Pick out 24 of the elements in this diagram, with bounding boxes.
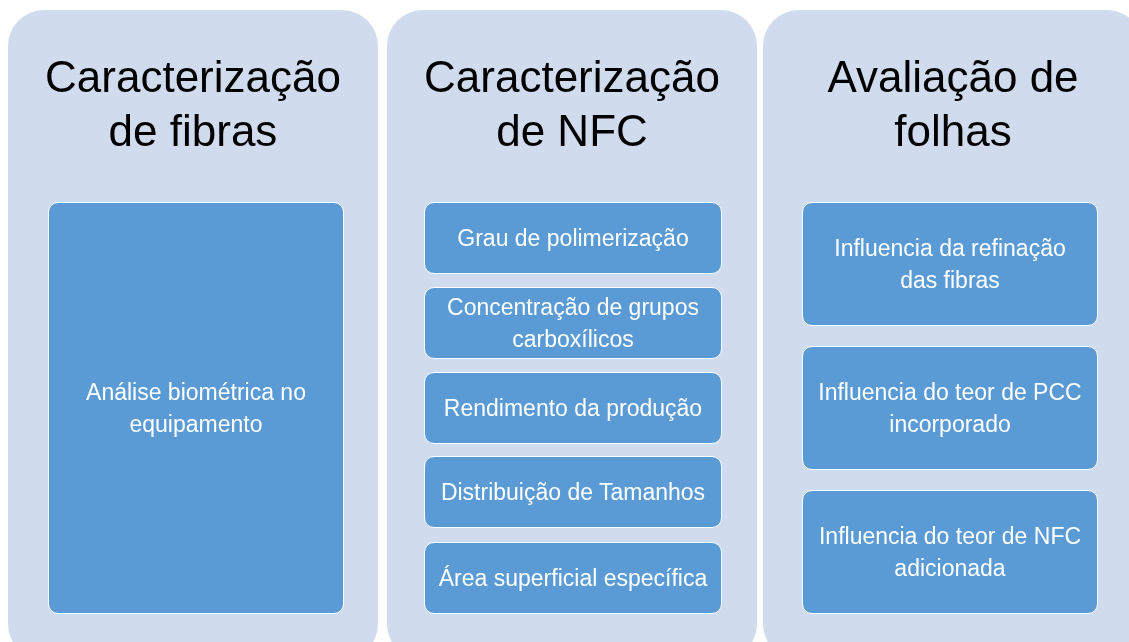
item-text: Concentração de grupos carboxílicos bbox=[446, 293, 700, 354]
group-panel bbox=[763, 10, 1129, 642]
item-text: Influencia da refinação das fibras bbox=[833, 234, 1067, 295]
item-box bbox=[48, 202, 344, 614]
panel-heading: Avaliação de folhas bbox=[826, 51, 1080, 157]
item-box bbox=[424, 456, 722, 528]
item-text: Distribuição de Tamanhos bbox=[440, 478, 706, 507]
group-panel bbox=[387, 10, 757, 642]
item-box bbox=[424, 287, 722, 359]
item-box bbox=[802, 490, 1098, 614]
item-box bbox=[424, 542, 722, 614]
panel-heading: Caracterização de fibras bbox=[44, 51, 342, 157]
item-box bbox=[802, 346, 1098, 470]
item-text: Análise biométrica no equipamento bbox=[85, 378, 307, 439]
item-box bbox=[424, 202, 722, 274]
item-text: Influencia do teor de NFC adicionada bbox=[817, 522, 1083, 583]
item-box bbox=[424, 372, 722, 444]
item-text: Rendimento da produção bbox=[443, 394, 703, 423]
item-text: Grau de polimerização bbox=[457, 224, 689, 253]
panel-heading: Caracterização de NFC bbox=[423, 51, 721, 157]
group-panel bbox=[8, 10, 378, 642]
item-text: Influencia do teor de PCC incorporado bbox=[817, 378, 1083, 439]
item-text: Área superficial específica bbox=[438, 564, 708, 593]
item-box bbox=[802, 202, 1098, 326]
